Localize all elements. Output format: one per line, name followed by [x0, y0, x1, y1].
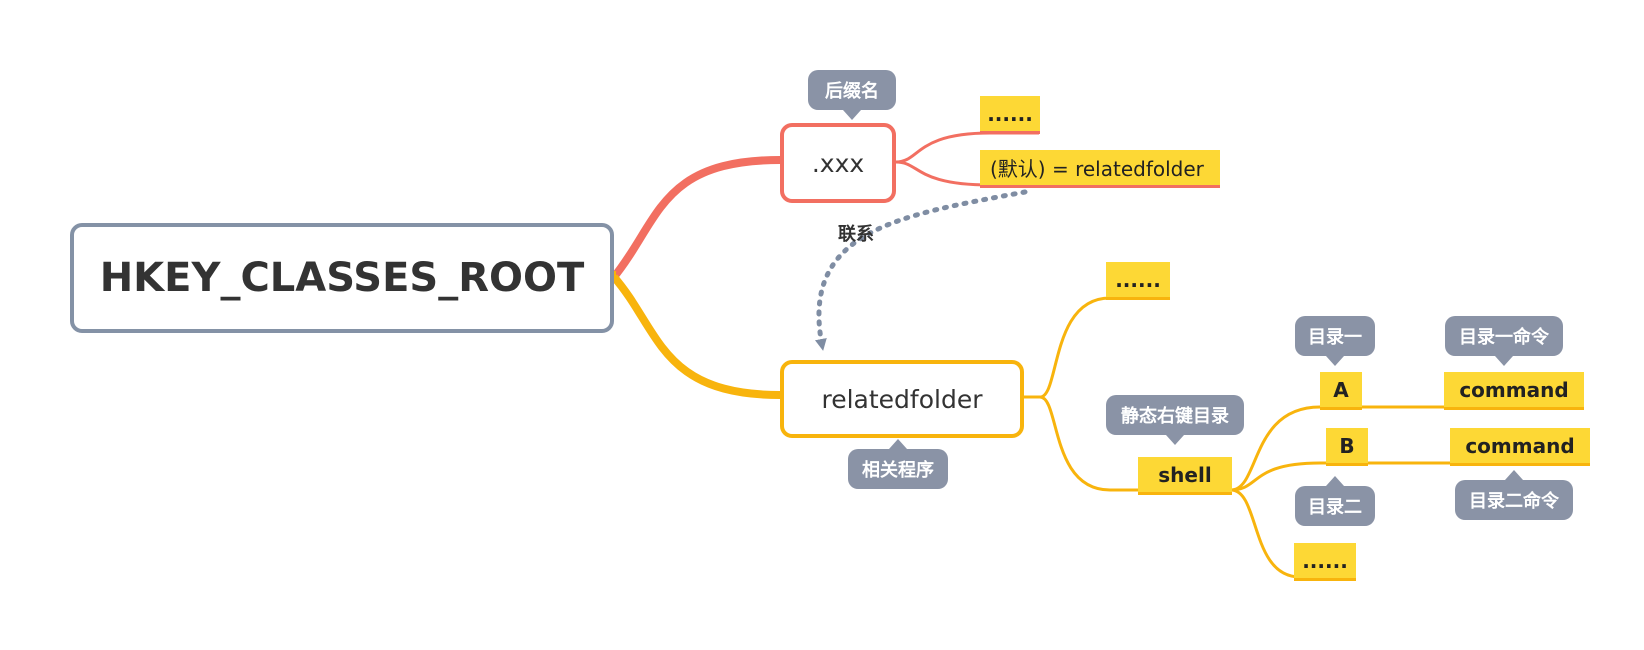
shell-child-dots[interactable]: ......	[1294, 543, 1356, 581]
relation-label: 联系	[838, 224, 874, 245]
ext-child-default[interactable]: (默认) = relatedfolder	[980, 150, 1220, 188]
branch-root-folder	[610, 274, 781, 399]
ext-tag: 后缀名	[808, 70, 896, 120]
ext-node[interactable]: .xxx	[780, 123, 896, 203]
root-node[interactable]: HKEY_CLASSES_ROOT	[70, 223, 614, 333]
entry-b-command[interactable]: command	[1450, 428, 1590, 466]
branch-root-ext	[610, 156, 781, 280]
entry-a-tag: 目录一	[1295, 316, 1375, 366]
entry-a-command-tag: 目录一命令	[1445, 316, 1563, 366]
ext-child-dots[interactable]: ......	[980, 96, 1040, 134]
folder-child-dots[interactable]: ......	[1106, 262, 1170, 300]
entry-a[interactable]: A	[1320, 372, 1362, 410]
folder-node[interactable]: relatedfolder	[780, 360, 1024, 438]
branch-folder-dots	[1022, 296, 1170, 399]
folder-tag: 相关程序	[848, 439, 948, 489]
entry-a-command[interactable]: command	[1444, 372, 1584, 410]
branch-folder-shell	[1039, 395, 1140, 492]
shell-node[interactable]: shell	[1138, 457, 1232, 495]
entry-b[interactable]: B	[1326, 428, 1368, 466]
shell-tag: 静态右键目录	[1106, 395, 1244, 445]
relation-arrow	[814, 189, 1028, 351]
branch-shell-b	[1230, 461, 1590, 492]
branch-shell-more	[1230, 488, 1355, 579]
entry-b-command-tag: 目录二命令	[1455, 470, 1573, 520]
branch-shell-a	[1230, 405, 1584, 492]
entry-b-tag: 目录二	[1295, 476, 1375, 526]
